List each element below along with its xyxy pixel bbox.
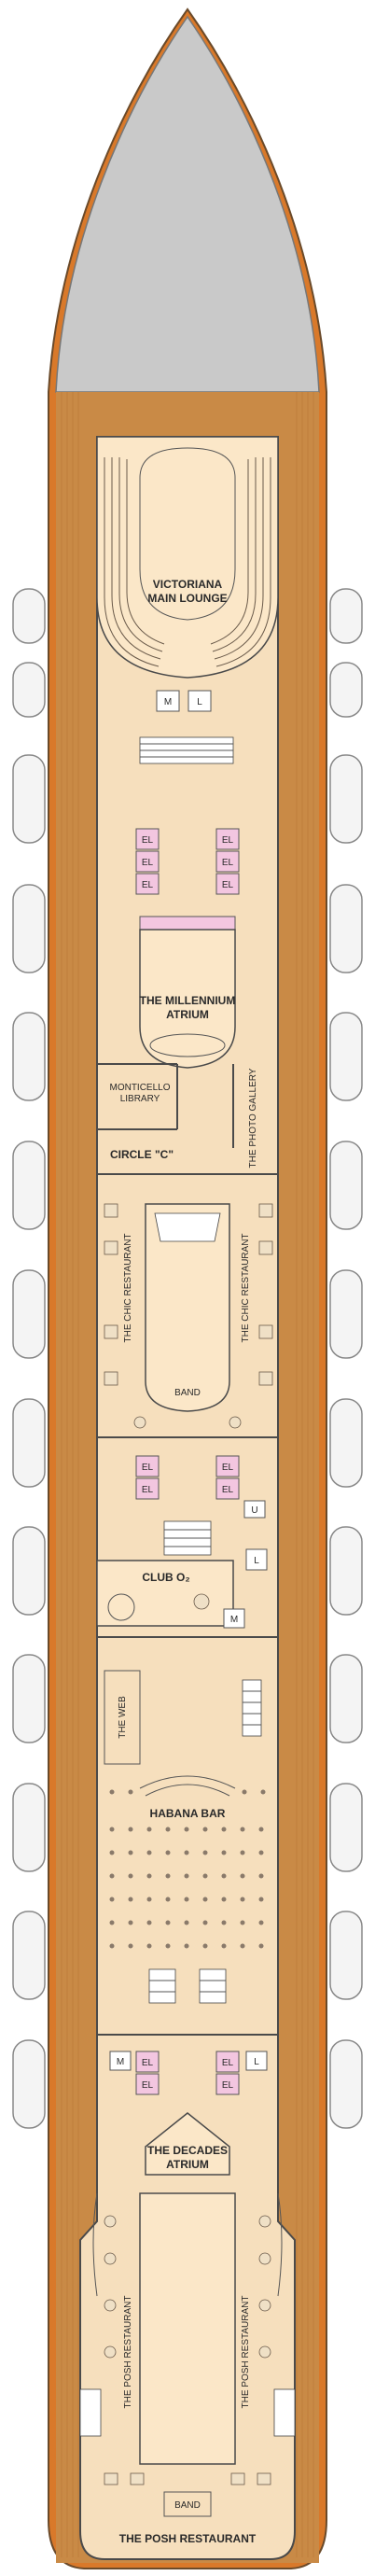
stairs-mid: [163, 1520, 212, 1556]
elevators-fwd-starboard[interactable]: [215, 828, 240, 895]
el-label-14: EL: [222, 2080, 234, 2091]
band-aft-label: BAND: [174, 2500, 201, 2511]
el-label-5: EL: [222, 858, 234, 868]
millennium-atrium[interactable]: [139, 916, 236, 1069]
circle-c-label: CIRCLE "C": [110, 1148, 174, 1161]
main-lounge-label-1: VICTORIANA: [153, 578, 223, 591]
restroom-men-mid: [223, 1608, 245, 1629]
the-web-room[interactable]: [104, 1670, 141, 1765]
stairs-aft: [148, 1968, 227, 2004]
el-label-9: EL: [222, 1463, 234, 1473]
restroom-men-aft: [109, 2051, 132, 2071]
chic-right-label: THE CHIC RESTAURANT: [241, 1233, 251, 1342]
elevators-mid[interactable]: [135, 1455, 240, 1500]
library-label-1: MONTICELLO: [109, 1083, 170, 1093]
lifeboats-starboard: [329, 588, 363, 2129]
posh-tables: [104, 2215, 271, 2485]
photo-gallery-label: THE PHOTO GALLERY: [248, 1068, 258, 1168]
el-label-11: EL: [142, 2058, 154, 2068]
decades-atrium-label-2: ATRIUM: [166, 2158, 209, 2171]
bow-deck: [55, 15, 320, 393]
chic-left-label: THE CHIC RESTAURANT: [123, 1233, 133, 1342]
stairs-web: [242, 1679, 262, 1737]
millennium-atrium-label-1: THE MILLENNIUM: [140, 994, 236, 1007]
el-label-4: EL: [222, 835, 234, 846]
restroom-men-fwd: [156, 690, 180, 712]
posh-bottom-label: THE POSH RESTAURANT: [119, 2532, 257, 2545]
el-label-6: EL: [222, 880, 234, 890]
el-label-12: EL: [142, 2080, 154, 2091]
lifeboats-port: [12, 588, 46, 2129]
habana-bar-label: HABANA BAR: [150, 1807, 226, 1820]
posh-right-label: THE POSH RESTAURANT: [241, 2296, 251, 2409]
main-lounge[interactable]: [96, 436, 279, 679]
el-label-8: EL: [142, 1485, 154, 1495]
decades-atrium[interactable]: [145, 2112, 230, 2176]
restroom-unisex-label: U: [251, 1505, 257, 1516]
restroom-ladies-mid: [245, 1548, 268, 1571]
stairs-fwd: [139, 736, 234, 764]
posh-left-label: THE POSH RESTAURANT: [123, 2296, 133, 2409]
el-label-3: EL: [142, 880, 154, 890]
el-label-13: EL: [222, 2058, 234, 2068]
restroom-ladies-mid-label: L: [254, 1556, 259, 1566]
elevators-fwd-port[interactable]: [135, 828, 160, 895]
el-label-2: EL: [142, 858, 154, 868]
wood-grain: [61, 392, 314, 2557]
restroom-ladies-fwd: [188, 690, 212, 712]
chic-tables: [104, 1203, 273, 1429]
restroom-men-fwd-label: M: [164, 697, 172, 707]
decades-atrium-label-1: THE DECADES: [147, 2144, 228, 2157]
band-aft-stage: [163, 2491, 212, 2517]
chic-restaurant[interactable]: [145, 1203, 230, 1412]
restroom-unisex: [243, 1500, 266, 1519]
el-label-7: EL: [142, 1463, 154, 1473]
habana-bar[interactable]: [139, 1775, 236, 1797]
the-web-label: THE WEB: [118, 1696, 128, 1739]
restroom-ladies-aft: [245, 2051, 268, 2071]
interior-floor: [79, 436, 296, 2560]
restroom-ladies-aft-label: L: [254, 2057, 259, 2067]
restroom-ladies-fwd-label: L: [197, 697, 202, 707]
elevators-aft[interactable]: [135, 2051, 240, 2095]
club-o2-label: CLUB O₂: [142, 1571, 189, 1584]
restroom-men-mid-label: M: [230, 1615, 238, 1625]
millennium-atrium-label-2: ATRIUM: [166, 1008, 209, 1021]
restroom-men-aft-label: M: [117, 2057, 124, 2067]
stairs-posh: [79, 2388, 296, 2437]
el-label-10: EL: [222, 1485, 234, 1495]
library-label-2: LIBRARY: [120, 1094, 160, 1104]
habana-seating: [109, 1789, 266, 1949]
main-lounge-label-2: MAIN LOUNGE: [147, 592, 227, 605]
band-mid-label: BAND: [174, 1388, 201, 1398]
el-label-1: EL: [142, 835, 154, 846]
posh-restaurant[interactable]: [92, 2192, 283, 2465]
